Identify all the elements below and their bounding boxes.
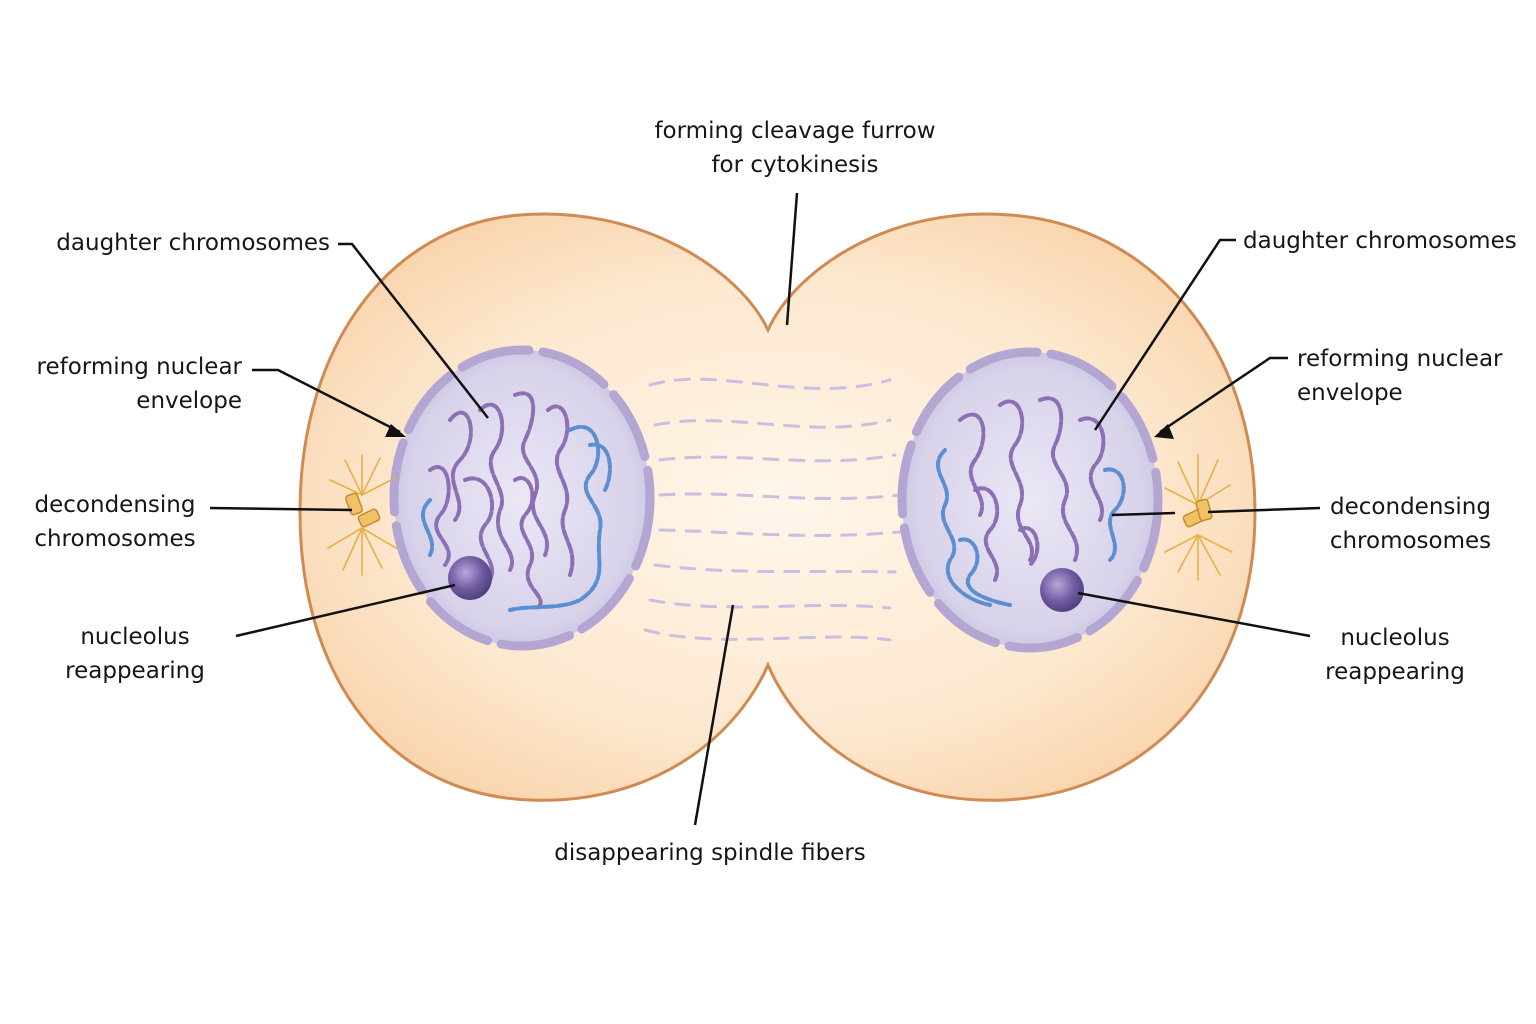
arrowheads: [385, 424, 1174, 439]
label-right-nuclear-envelope: reforming nuclear envelope: [1297, 346, 1503, 406]
right-nucleolus: [1040, 568, 1084, 612]
label-spindle-fibers: disappearing spindle fibers: [554, 840, 866, 866]
label-cleavage-furrow: forming cleavage furrow for cytokinesis: [654, 118, 936, 178]
leader-right-decondensing: [1207, 506, 1321, 514]
spindle-fibers: [643, 377, 902, 642]
right-reforming-nuclear-envelope: [897, 347, 1163, 653]
leader-right-chromosome-pointer: [1111, 511, 1176, 517]
label-right-decondensing: decondensing chromosomes: [1329, 494, 1492, 554]
label-right-nucleolus: nucleolus reappearing: [1325, 625, 1465, 685]
label-left-daughter-chromosomes: daughter chromosomes: [56, 230, 330, 256]
left-daughter-chromosomes: [421, 391, 612, 612]
right-nucleus: [897, 347, 1163, 653]
left-nucleolus: [448, 556, 492, 600]
leader-right-nucleolus: [1077, 591, 1311, 638]
left-envelope-arrowhead: [385, 424, 406, 437]
label-left-decondensing: decondensing chromosomes: [34, 492, 196, 552]
leader-left-nuclear-envelope: [252, 368, 401, 434]
right-centrosome: [1164, 454, 1233, 581]
leader-left-decondensing: [209, 506, 353, 512]
left-nucleus: [389, 345, 655, 651]
left-centrosome: [327, 454, 397, 576]
label-left-nuclear-envelope: reforming nuclear envelope: [36, 354, 243, 414]
label-left-nucleolus: nucleolus reappearing: [65, 624, 205, 684]
right-envelope-arrowhead: [1154, 424, 1174, 439]
leader-left-daughter-chromosomes: [338, 242, 489, 419]
leader-lines: [209, 192, 1321, 826]
label-right-daughter-chromosomes: daughter chromosomes: [1243, 228, 1517, 254]
right-daughter-chromosomes: [936, 396, 1126, 607]
leader-left-nucleolus: [235, 583, 456, 638]
leader-cleavage-furrow: [785, 192, 799, 326]
left-reforming-nuclear-envelope: [389, 345, 655, 651]
leader-right-daughter-chromosomes: [1093, 238, 1236, 431]
leader-right-nuclear-envelope: [1159, 356, 1288, 434]
leader-spindle: [693, 604, 735, 826]
